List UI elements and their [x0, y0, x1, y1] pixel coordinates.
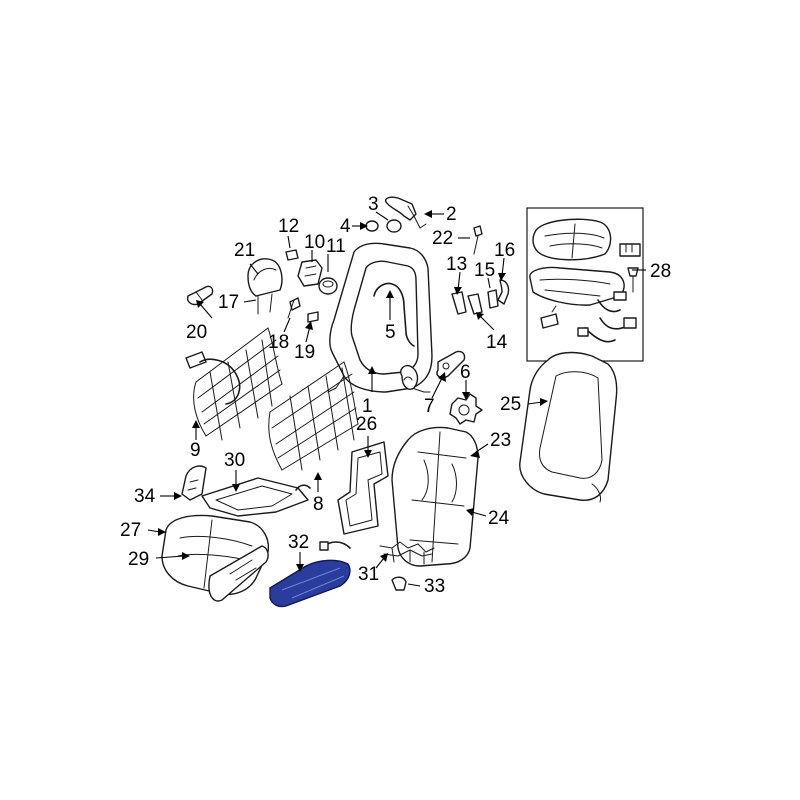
- callout-31: 31: [358, 564, 379, 585]
- callout-26: 26: [356, 414, 377, 435]
- seatback-frame: [327, 242, 433, 393]
- seat-side-cover-32: [269, 541, 351, 608]
- knob-12: [285, 249, 299, 261]
- bracket-34: [181, 465, 207, 501]
- callout-10: 10: [304, 232, 325, 253]
- callout-13: 13: [446, 254, 467, 275]
- callout-21: 21: [234, 240, 255, 261]
- gas-spring-22: [473, 225, 483, 255]
- seatback-cushion-24: [391, 426, 479, 567]
- callout-16: 16: [494, 240, 515, 261]
- callout-2: 2: [446, 204, 457, 225]
- guide-sleeve-20: [186, 285, 214, 306]
- callout-20: 20: [186, 322, 207, 343]
- trim-15: [487, 289, 499, 309]
- callout-4: 4: [340, 216, 351, 237]
- recliner-mechanism-7: [436, 350, 466, 379]
- callout-5: 5: [385, 322, 396, 343]
- highlighted-part: [269, 559, 351, 608]
- trim-16: [497, 279, 510, 305]
- callout-28: 28: [650, 261, 671, 282]
- callout-14: 14: [486, 332, 508, 353]
- callout-33: 33: [424, 576, 445, 597]
- inset-cushion-assembly: [526, 207, 644, 362]
- seat-cushion-27: [161, 514, 270, 602]
- bracket-2-3: [384, 196, 427, 229]
- callout-30: 30: [224, 450, 245, 471]
- leader-lines: [147, 210, 646, 587]
- wire-harness-31: [379, 541, 435, 565]
- callout-15: 15: [474, 260, 495, 281]
- callout-17: 17: [218, 292, 239, 313]
- callout-27: 27: [120, 520, 141, 541]
- heater-mat-26: [337, 441, 389, 535]
- callout-1: 1: [362, 396, 373, 417]
- callout-22: 22: [432, 228, 453, 249]
- callout-23: 23: [490, 430, 511, 451]
- bolt-18: [287, 297, 301, 319]
- headrest: [247, 258, 283, 315]
- callout-11: 11: [326, 236, 346, 257]
- callout-9: 9: [190, 440, 201, 461]
- callout-labels: 1 2 3 4 5 6 7 8 9 10 11 12 13 14 15 16 1…: [120, 194, 671, 597]
- callout-7: 7: [424, 396, 435, 417]
- seatback-panel-25: [519, 351, 618, 503]
- gear-cap-6: [449, 393, 483, 425]
- callout-32: 32: [288, 532, 309, 553]
- suspension-mat-8: [268, 361, 359, 471]
- trim-13-14: [451, 291, 483, 315]
- lumbar-support-9: [185, 327, 283, 441]
- callout-34: 34: [134, 486, 156, 507]
- callout-29: 29: [128, 549, 149, 570]
- callout-24: 24: [488, 508, 510, 529]
- motor-10: [297, 259, 323, 287]
- callout-25: 25: [500, 394, 521, 415]
- screw-19: [307, 311, 319, 323]
- cushion-pan-30: [201, 477, 311, 517]
- callout-3: 3: [368, 194, 379, 215]
- clip-33: [391, 576, 407, 591]
- callout-19: 19: [294, 342, 315, 363]
- callout-12: 12: [278, 216, 299, 237]
- callout-6: 6: [460, 362, 471, 383]
- callout-18: 18: [268, 332, 289, 353]
- nut-4: [365, 219, 402, 233]
- cap-11: [318, 277, 338, 295]
- callout-8: 8: [313, 494, 324, 515]
